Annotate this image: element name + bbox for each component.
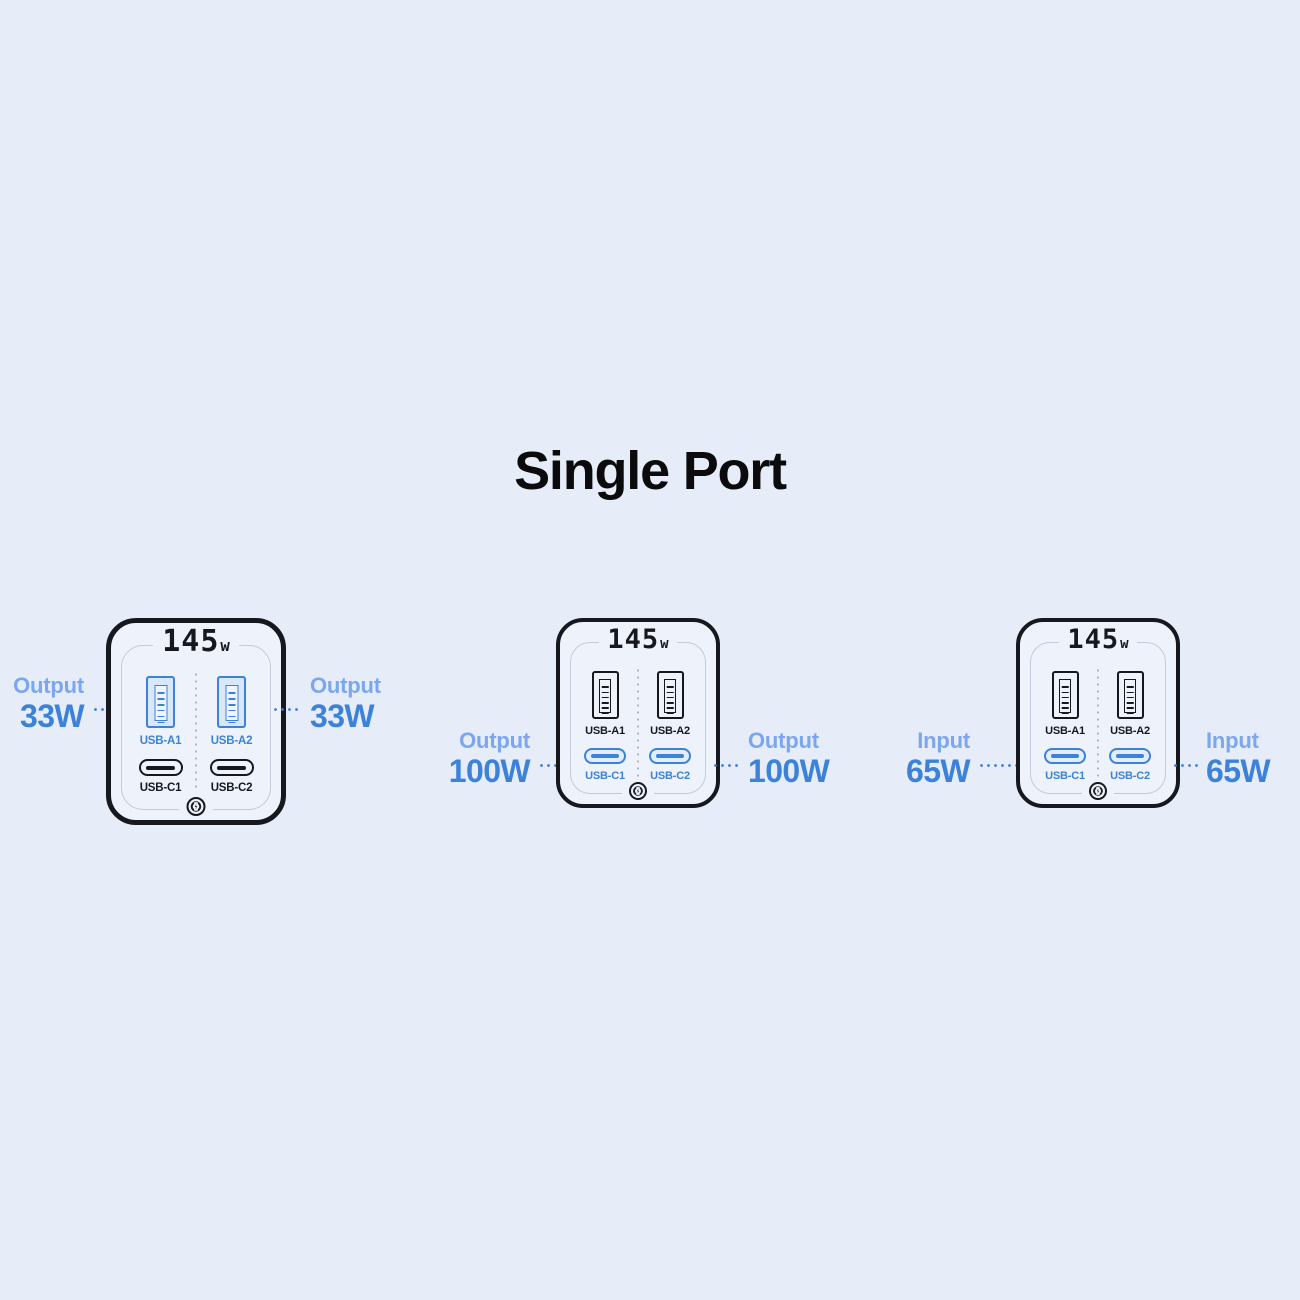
device-3-left-connector [978,764,1020,767]
device-2-right-value: 100W [748,752,830,789]
usb-c-port-icon[interactable] [209,759,254,776]
device-3-wattage-unit: w [1120,636,1129,652]
device-1-right-value: 33W [310,697,375,734]
device-3-left-caption: Input [917,728,970,753]
device-1-body: 145w USB-A1 USB-C1 [106,618,286,825]
device-1-right-caption: Output [310,673,381,698]
device-2-left-label: Output 100W [420,728,531,789]
power-bolt-icon [186,797,206,816]
device-2-port-column-right: USB-A2 USB-C2 [635,671,705,782]
device-card-2: Output 100W 145w USB-A1 [420,600,860,850]
usb-a2-label: USB-A2 [1110,725,1150,737]
device-2-right-caption: Output [748,728,819,753]
device-3-port-column-right: USB-A2 USB-C2 [1095,671,1165,782]
device-1-left-label: Output 33W [0,673,85,734]
usb-a1-label: USB-A1 [1045,725,1085,737]
device-2-left-value: 100W [448,752,531,789]
device-3-wattage: 145w [1067,626,1128,653]
usb-c2-label: USB-C2 [210,782,253,794]
device-1-right-connector [272,708,302,711]
usb-a-port-icon[interactable] [1116,671,1144,719]
device-comparison-row: Output 33W 145w USB-A1 [0,600,1300,850]
device-3-right-connector [1172,764,1198,767]
usb-c1-label: USB-C1 [585,770,625,782]
device-1-left-caption: Output [13,673,84,698]
device-card-3: Input 65W 145w USB-A1 [880,600,1300,850]
usb-c2-label: USB-C2 [1110,770,1150,782]
device-1-panel-top-gap [153,643,239,649]
device-2-wattage-unit: w [660,636,669,652]
device-3-right-value: 65W [1206,752,1271,789]
device-2-port-column-left: USB-A1 USB-C1 [570,671,640,782]
device-1-port-column-right: USB-A2 USB-C2 [194,676,269,794]
usb-c1-label: USB-C1 [139,782,182,794]
power-bolt-icon [1089,782,1107,800]
device-3-left-value: 65W [906,752,971,789]
usb-c-port-icon[interactable] [1044,748,1086,764]
usb-c-port-icon[interactable] [649,748,691,764]
device-1-right-label: Output 33W [310,673,400,734]
device-2-wattage-value: 145 [607,624,660,655]
device-2-wattage: 145w [607,626,668,653]
usb-a1-label: USB-A1 [139,735,182,747]
page-title: Single Port [514,441,787,501]
usb-c1-label: USB-C1 [1045,770,1085,782]
usb-a-port-icon[interactable] [146,676,175,728]
usb-c2-label: USB-C2 [650,770,690,782]
usb-c-port-icon[interactable] [584,748,626,764]
device-1-column-divider [195,671,197,791]
usb-a-port-icon[interactable] [217,676,246,728]
device-3-wattage-value: 145 [1067,624,1120,655]
device-2-right-label: Output 100W [748,728,860,789]
power-bolt-icon [629,782,647,800]
device-3-right-caption: Input [1206,728,1259,753]
device-2-column-divider [637,667,639,777]
usb-a1-label: USB-A1 [585,725,625,737]
device-1-port-column-left: USB-A1 USB-C1 [123,676,198,794]
device-2-left-connector [538,764,564,767]
usb-c-port-icon[interactable] [1109,748,1151,764]
device-3-right-label: Input 65W [1206,728,1300,789]
device-3-column-divider [1097,667,1099,777]
device-3-left-label: Input 65W [880,728,971,789]
device-3-panel-top-gap [1059,640,1137,646]
device-1-wattage-value: 145 [162,624,220,659]
device-1-left-value: 33W [20,697,85,734]
device-card-1: Output 33W 145w USB-A1 [0,600,400,850]
usb-a-port-icon[interactable] [591,671,619,719]
device-1-wattage-unit: w [220,637,230,655]
device-3-body: 145w USB-A1 USB-C1 [1016,618,1180,808]
device-3-port-column-left: USB-A1 USB-C1 [1030,671,1100,782]
usb-c-port-icon[interactable] [138,759,183,776]
usb-a2-label: USB-A2 [210,735,253,747]
usb-a2-label: USB-A2 [650,725,690,737]
device-2-body: 145w USB-A1 USB-C1 [556,618,720,808]
device-2-panel-top-gap [599,640,677,646]
usb-a-port-icon[interactable] [1051,671,1079,719]
device-1-wattage: 145w [162,627,230,657]
device-2-left-caption: Output [459,728,530,753]
device-2-right-connector [712,764,740,767]
usb-a-port-icon[interactable] [656,671,684,719]
